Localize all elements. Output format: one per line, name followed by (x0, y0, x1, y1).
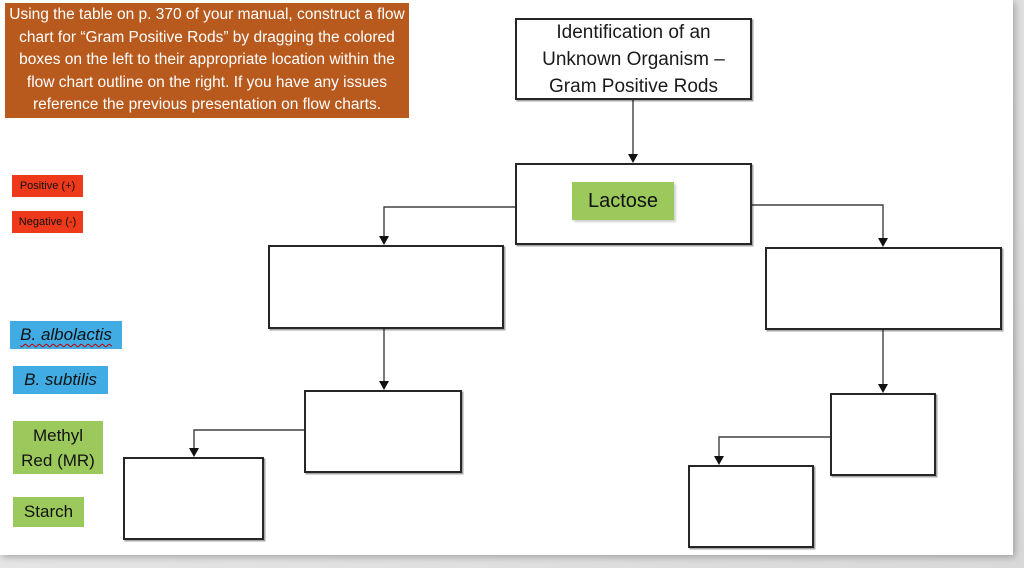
b-albolactis-chip[interactable]: B. albolactis (10, 321, 122, 349)
drop-target-left-3[interactable] (123, 457, 264, 540)
slide: Using the table on p. 370 of your manual… (5, 3, 1002, 548)
arrowhead-down-icon (878, 384, 888, 393)
methyl-red-chip[interactable]: Methyl Red (MR) (13, 421, 103, 474)
flowchart-title-box: Identification of an Unknown Organism – … (515, 18, 752, 100)
connector-lactose-to-left (383, 206, 515, 237)
arrowhead-down-icon (379, 381, 389, 390)
connector-right2-to-right3 (718, 436, 830, 457)
drop-target-right-3[interactable] (688, 465, 814, 548)
b-albolactis-label: B. albolactis (20, 325, 112, 344)
drop-target-left-2[interactable] (304, 390, 462, 473)
drop-target-right-2[interactable] (830, 393, 936, 476)
drop-target-right-1[interactable] (765, 247, 1002, 330)
arrowhead-down-icon (878, 238, 888, 247)
lactose-chip[interactable]: Lactose (572, 182, 674, 220)
b-subtilis-chip[interactable]: B. subtilis (13, 366, 108, 394)
positive-chip[interactable]: Positive (+) (12, 175, 83, 197)
instruction-panel: Using the table on p. 370 of your manual… (5, 3, 409, 118)
negative-chip[interactable]: Negative (-) (12, 211, 83, 233)
drop-target-left-1[interactable] (268, 245, 504, 329)
arrowhead-down-icon (379, 236, 389, 245)
connector-lactose-to-right (752, 204, 884, 239)
starch-chip[interactable]: Starch (13, 497, 84, 527)
arrowhead-down-icon (189, 448, 199, 457)
connector-left2-to-left3 (193, 429, 304, 449)
arrowhead-down-icon (628, 154, 638, 163)
arrowhead-down-icon (714, 456, 724, 465)
